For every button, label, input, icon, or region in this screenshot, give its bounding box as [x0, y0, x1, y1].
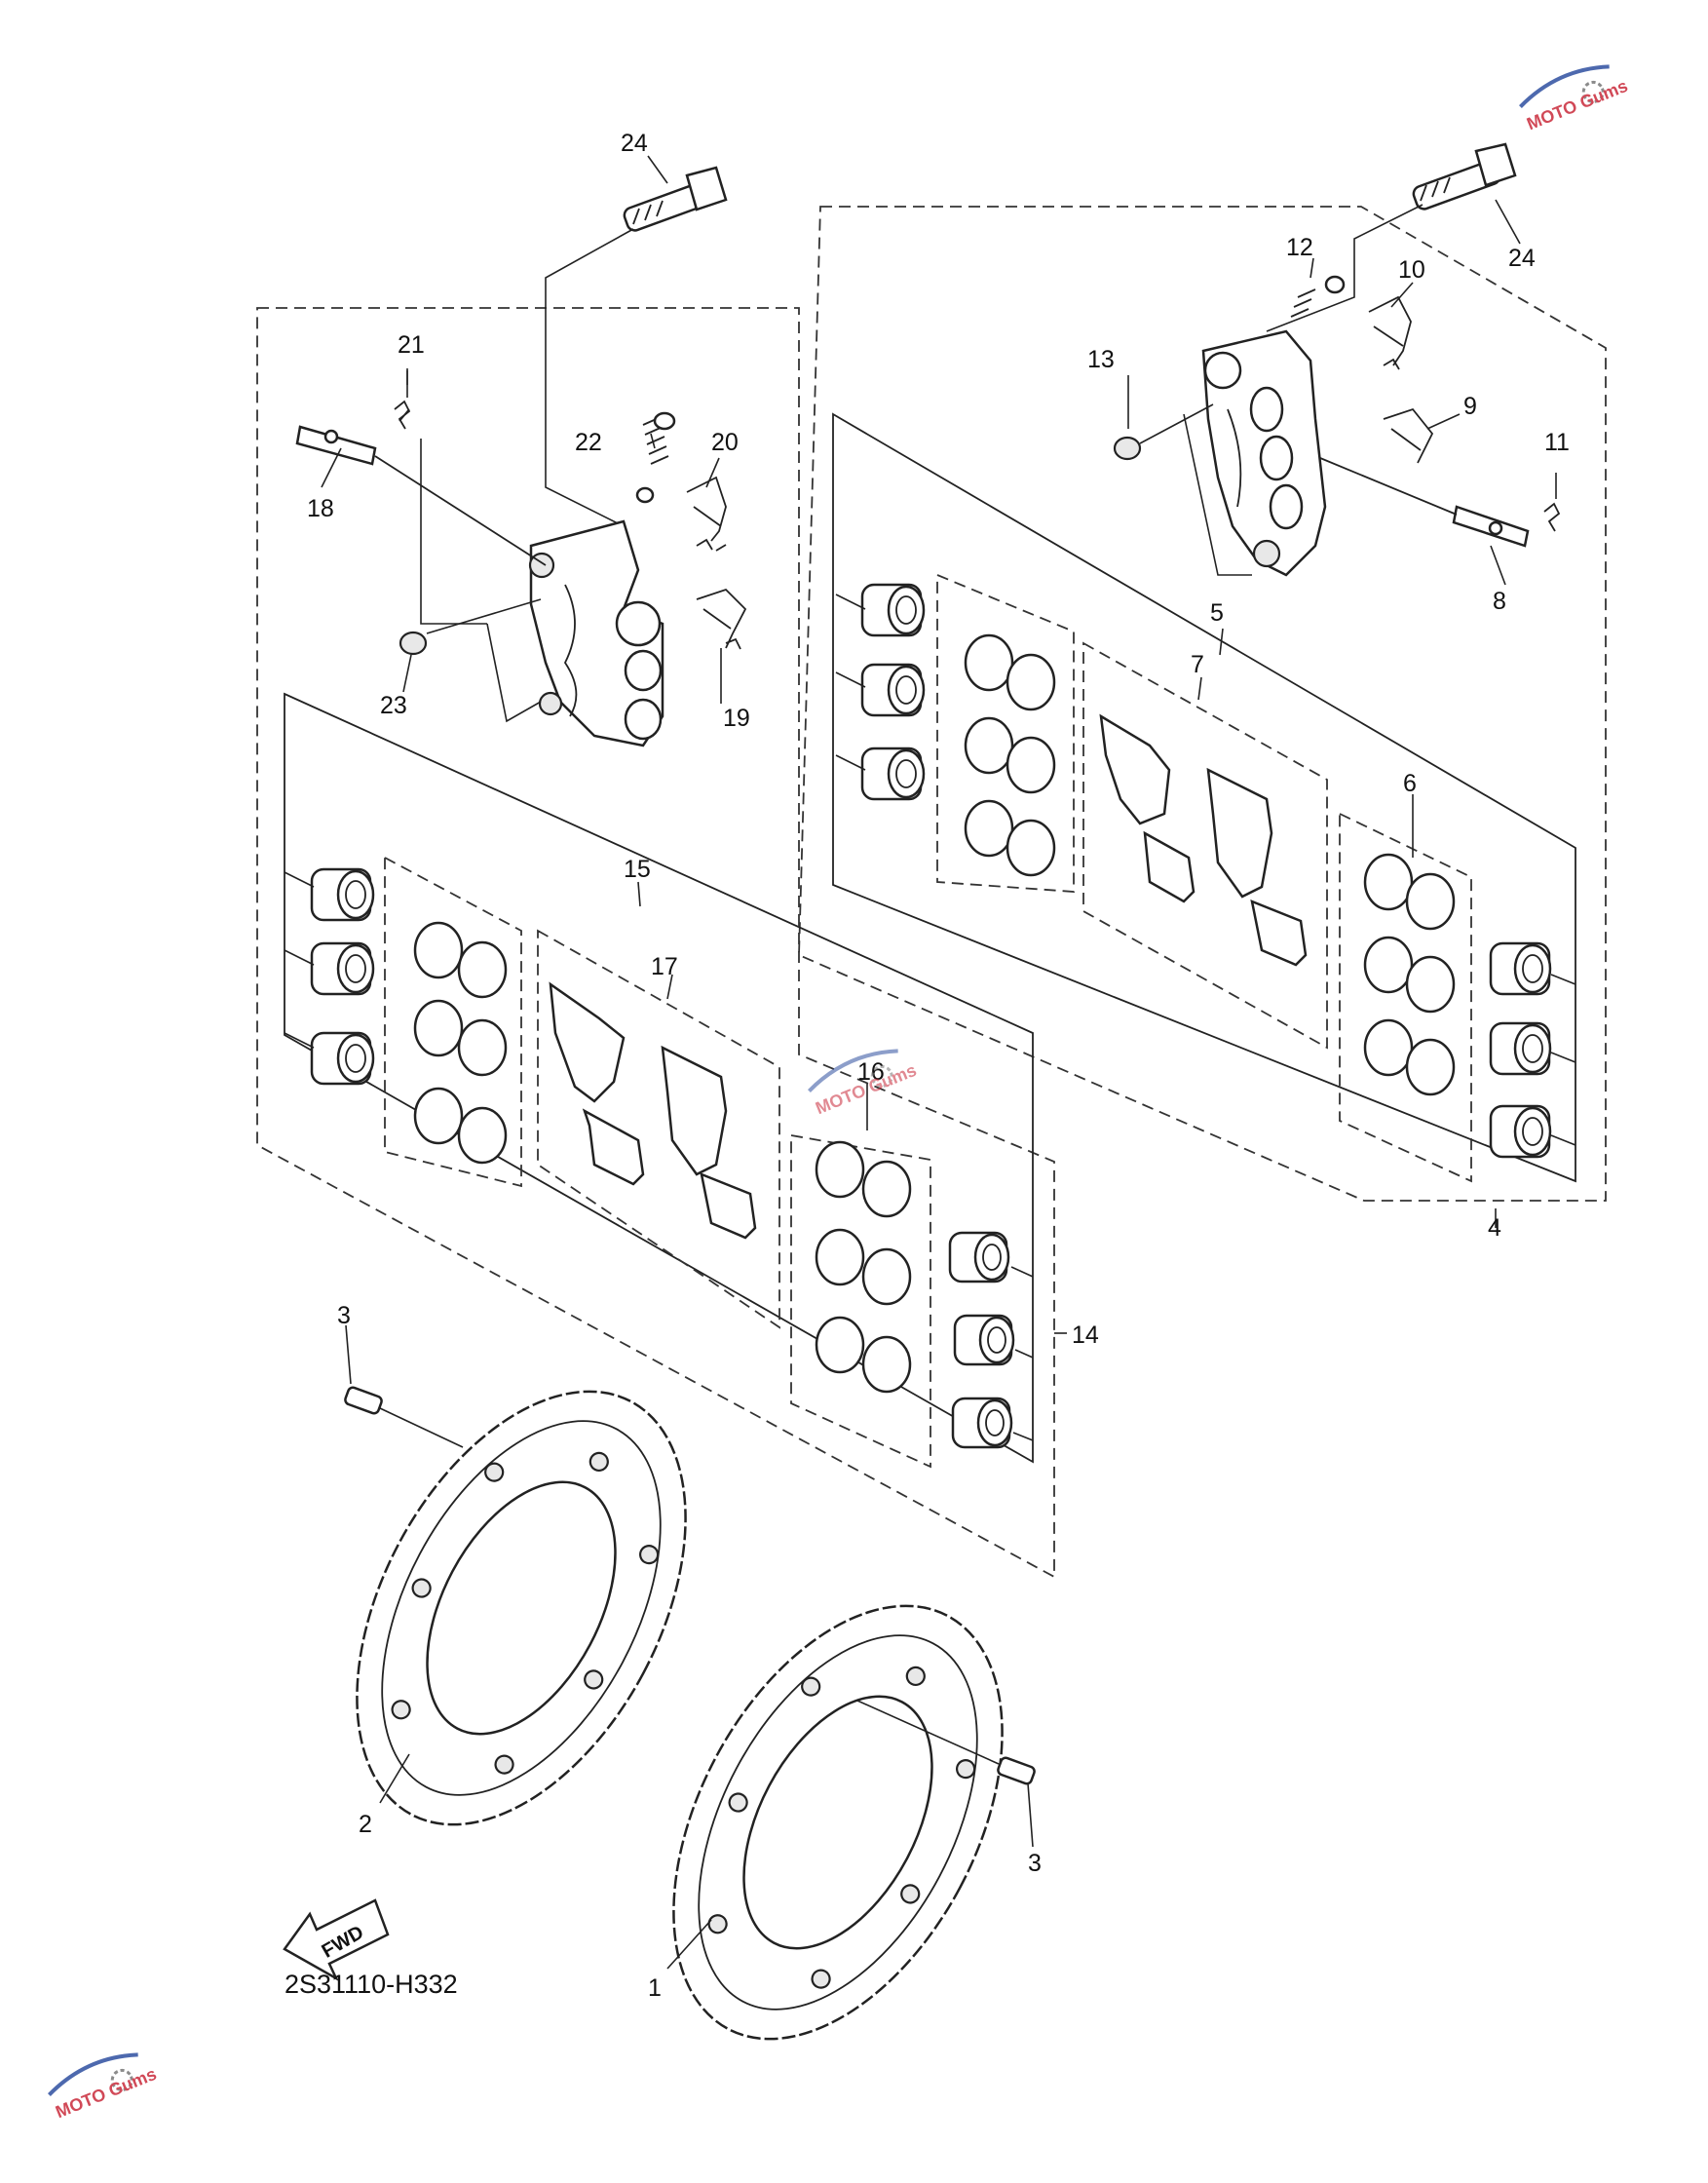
callout-7: 7 — [1191, 651, 1204, 678]
piston-group-left-rear — [948, 1231, 1034, 1449]
leader-caliper-left-c — [486, 623, 542, 723]
brake-pads-17 — [549, 981, 757, 1240]
left-seal-kit-outline — [284, 692, 1034, 1464]
pad-spring-icon-9 — [1383, 407, 1434, 464]
seal-rings-6 — [1363, 853, 1456, 1096]
callout-16: 16 — [857, 1058, 885, 1086]
callout-23: 23 — [380, 692, 407, 719]
callout-4: 4 — [1488, 1214, 1501, 1242]
disc-bolt-icon-3-right — [856, 1700, 1036, 1785]
leader-caliper-right-b — [1183, 413, 1252, 576]
callout-12: 12 — [1286, 234, 1313, 261]
piston-icon — [1489, 1021, 1552, 1076]
clip-icon-11 — [1543, 502, 1561, 532]
callout-14: 14 — [1072, 1321, 1099, 1349]
disc-bolt-holes — [391, 1451, 660, 1775]
leader-caliper-right-a — [1139, 403, 1214, 444]
piston-icon — [860, 747, 926, 801]
bolt-leader-left — [545, 228, 634, 527]
callout-8: 8 — [1493, 588, 1506, 615]
bolt-leader-right — [1266, 204, 1423, 332]
callout-leaders — [321, 155, 1521, 1970]
clip-icon-21 — [394, 400, 411, 430]
left-piston-seal-group-box — [384, 856, 522, 1188]
caliper-body-left — [528, 519, 664, 747]
brake-pads-7 — [1099, 713, 1308, 967]
drawing-code: 2S31110-H332 — [285, 1970, 458, 1999]
watermark-logo-bottom-left: MOTO Gums — [48, 2052, 159, 2123]
disc-bolt-icon-3-left — [344, 1386, 464, 1448]
right-piston-seal-group-box — [936, 573, 1075, 893]
spring-icon-22 — [635, 411, 676, 504]
left-caliper-assembly-box — [256, 307, 1055, 1579]
leader-caliper-left-b — [420, 439, 487, 625]
callout-6: 6 — [1403, 770, 1417, 797]
piston-icon — [1489, 1104, 1552, 1159]
callout-10: 10 — [1398, 256, 1425, 284]
bleed-plug-icon-13 — [1113, 436, 1142, 461]
piston-icon — [953, 1314, 1015, 1366]
pad-spring-icon-10 — [1368, 295, 1412, 370]
right-caliper-assembly-box — [798, 206, 1607, 1202]
spring-icon-12 — [1290, 275, 1346, 318]
callout-11: 11 — [1544, 429, 1570, 456]
callout-3-left: 3 — [337, 1302, 351, 1329]
callout-21: 21 — [398, 331, 425, 359]
leader-caliper-left-a — [426, 598, 542, 634]
callout-1: 1 — [648, 1974, 662, 2002]
disc-bolt-holes — [707, 1666, 976, 1989]
right-seal-kit-box-6 — [1339, 812, 1472, 1183]
callout-18: 18 — [307, 495, 334, 522]
callout-9: 9 — [1463, 393, 1477, 420]
callout-24-right: 24 — [1508, 245, 1536, 272]
bolt-icon-24-left — [623, 166, 728, 232]
caliper-body-right — [1201, 329, 1327, 577]
piston-icon — [951, 1397, 1013, 1449]
piston-icon — [310, 1031, 375, 1086]
piston-icon — [310, 941, 375, 996]
left-pad-kit-box-17 — [537, 929, 780, 1329]
pad-spring-icon-19 — [696, 588, 747, 650]
watermark-logo-text: MOTO Gums — [53, 2064, 159, 2123]
piston-group-left — [284, 867, 375, 1086]
callout-13: 13 — [1087, 346, 1115, 373]
pad-spring-icon-20 — [686, 476, 727, 552]
callout-20: 20 — [711, 429, 739, 456]
callout-labels: 24 24 21 22 20 18 23 19 12 10 13 9 11 8 … — [307, 130, 1570, 2002]
watermark-logo-top-right: MOTO Gums — [1519, 64, 1630, 134]
piston-group-right-rear — [1489, 941, 1576, 1159]
fwd-arrow-icon: FWD — [283, 1898, 390, 1982]
bolt-icon-24-right — [1412, 142, 1517, 211]
callout-17: 17 — [651, 953, 678, 980]
callout-19: 19 — [723, 705, 750, 732]
callout-3-right: 3 — [1028, 1850, 1042, 1877]
callout-2: 2 — [359, 1811, 372, 1838]
piston-icon — [860, 583, 926, 637]
piston-icon — [1489, 941, 1552, 996]
right-seal-kit-outline — [832, 412, 1576, 1183]
piston-icon — [948, 1231, 1010, 1283]
piston-icon — [860, 663, 926, 717]
pad-pin-icon-8 — [1319, 457, 1530, 548]
left-seal-kit-box-16 — [790, 1133, 931, 1469]
bleed-plug-icon-23 — [399, 631, 428, 656]
piston-icon — [310, 867, 375, 922]
watermark-logo-text: MOTO Gums — [1524, 76, 1630, 134]
callout-24-left: 24 — [621, 130, 648, 157]
right-pad-kit-box-7 — [1082, 641, 1328, 1050]
seal-rings-right — [964, 633, 1056, 877]
callout-5: 5 — [1210, 599, 1224, 627]
callout-22: 22 — [575, 429, 602, 456]
pad-pin-icon-18 — [295, 425, 547, 566]
callout-15: 15 — [624, 856, 651, 883]
piston-group-right — [835, 583, 926, 801]
brake-disc-1 — [672, 1604, 1004, 2041]
seal-rings-left — [413, 921, 508, 1165]
seal-rings-16 — [815, 1140, 912, 1394]
brake-disc-2 — [356, 1390, 687, 1826]
